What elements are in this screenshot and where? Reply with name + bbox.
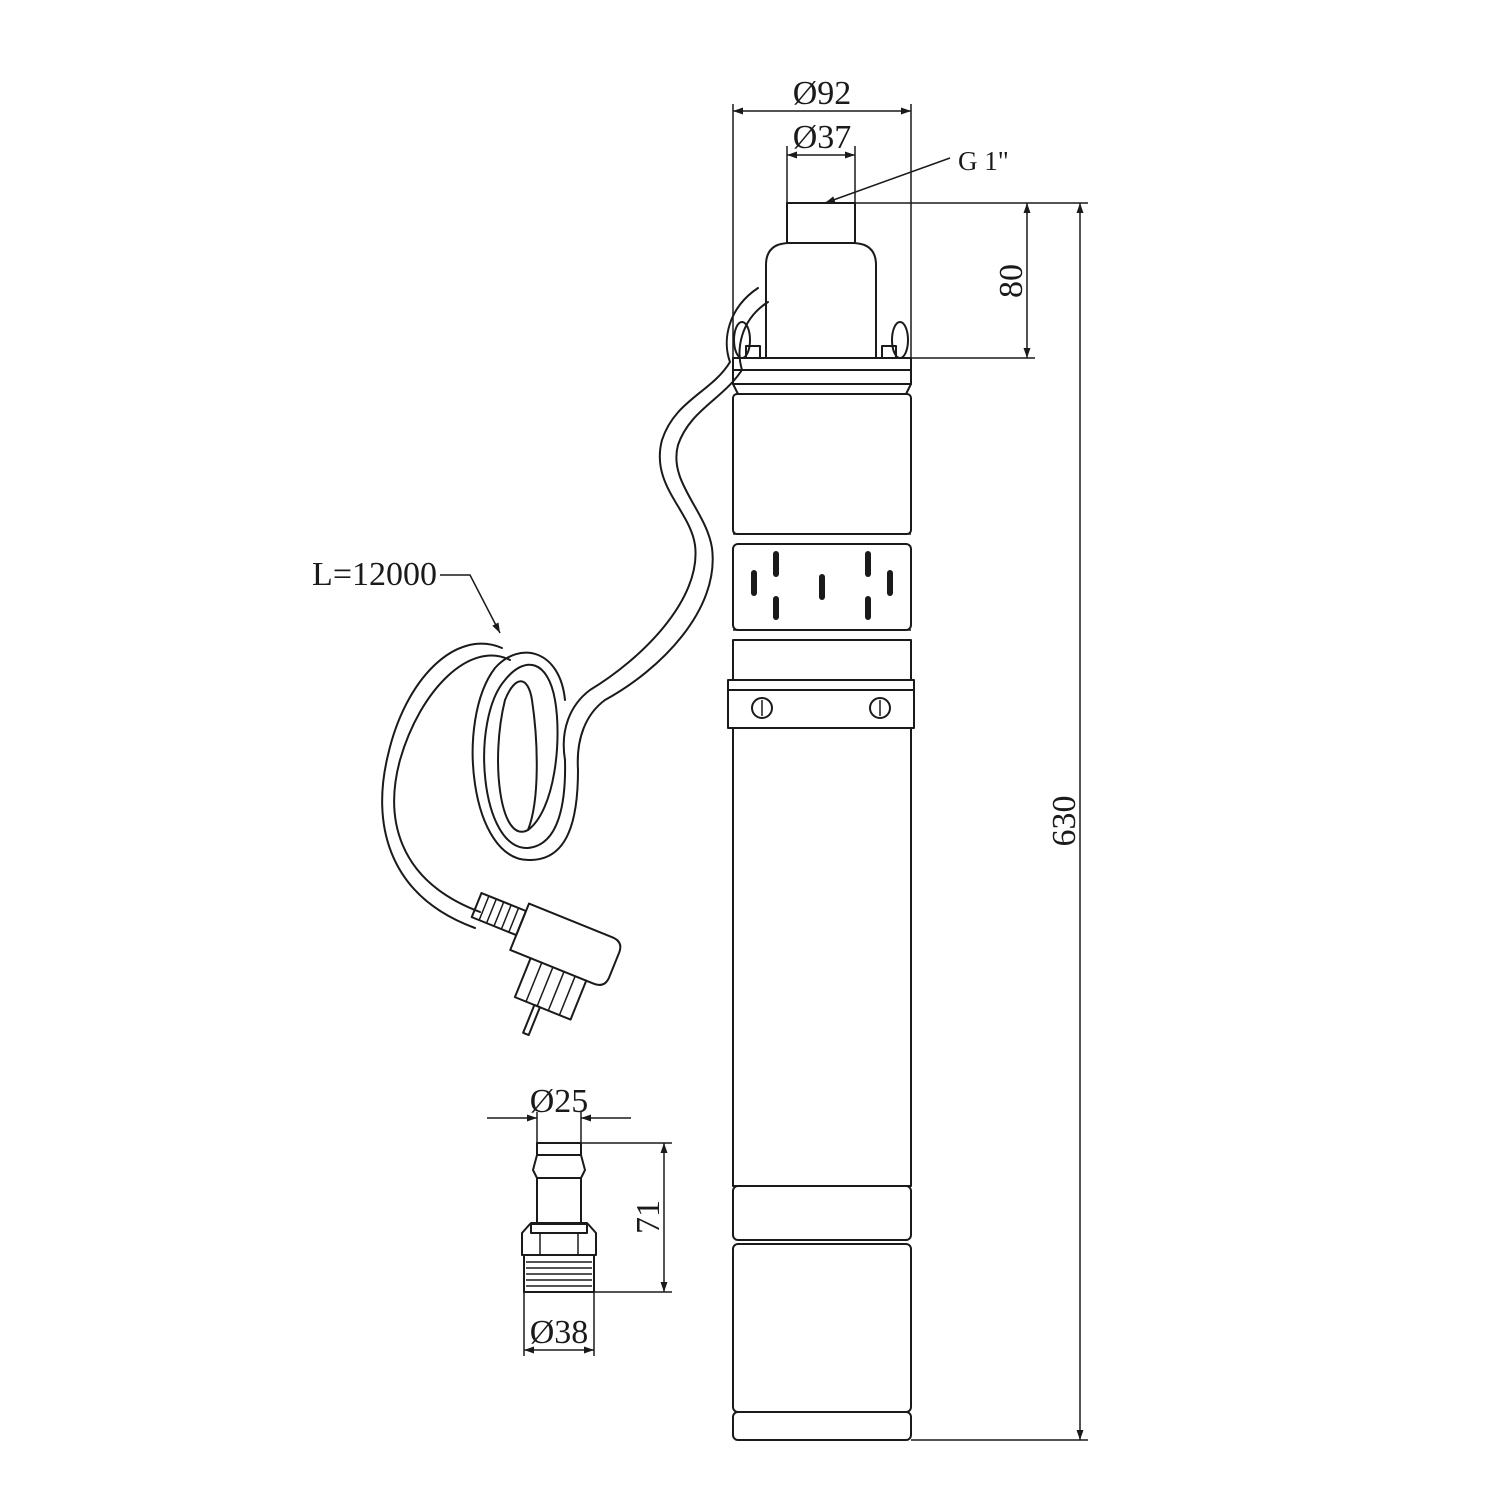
fitting-hose-diameter-label: Ø25	[530, 1083, 589, 1120]
outlet-thread-label: G 1"	[958, 146, 1009, 176]
dimension-total-length: 630	[911, 203, 1088, 1441]
hose-fitting	[521, 1142, 597, 1293]
screw-left	[751, 697, 773, 719]
dimension-fitting-thread-diameter: Ø38	[523, 1292, 595, 1356]
total-length-label: 630	[1046, 796, 1083, 847]
pump-body	[727, 202, 915, 1441]
dimension-fitting-length: 71	[581, 1142, 672, 1293]
dimension-cable-length: L=12000	[312, 556, 501, 634]
fitting-length-label: 71	[630, 1200, 667, 1234]
mounting-lug-right	[881, 321, 909, 359]
mounting-lug-left	[733, 321, 761, 359]
cable-length-label: L=12000	[312, 556, 437, 593]
dimension-head-height: 80	[855, 202, 1088, 359]
intake-slots	[751, 551, 893, 620]
power-plug	[470, 892, 622, 1037]
body-diameter-label: Ø92	[793, 75, 852, 112]
outlet-diameter-label: Ø37	[793, 119, 852, 156]
fitting-thread-diameter-label: Ø38	[530, 1314, 589, 1351]
dimension-fitting-hose-diameter: Ø25	[487, 1083, 631, 1143]
thread-lines	[526, 1261, 592, 1287]
dimension-outlet-thread: G 1"	[824, 146, 1009, 204]
power-cable	[381, 287, 769, 929]
screw-right	[869, 697, 891, 719]
dimension-outlet-diameter: Ø37	[786, 119, 856, 203]
dimension-body-diameter: Ø92	[732, 75, 912, 358]
head-height-label: 80	[993, 264, 1030, 298]
